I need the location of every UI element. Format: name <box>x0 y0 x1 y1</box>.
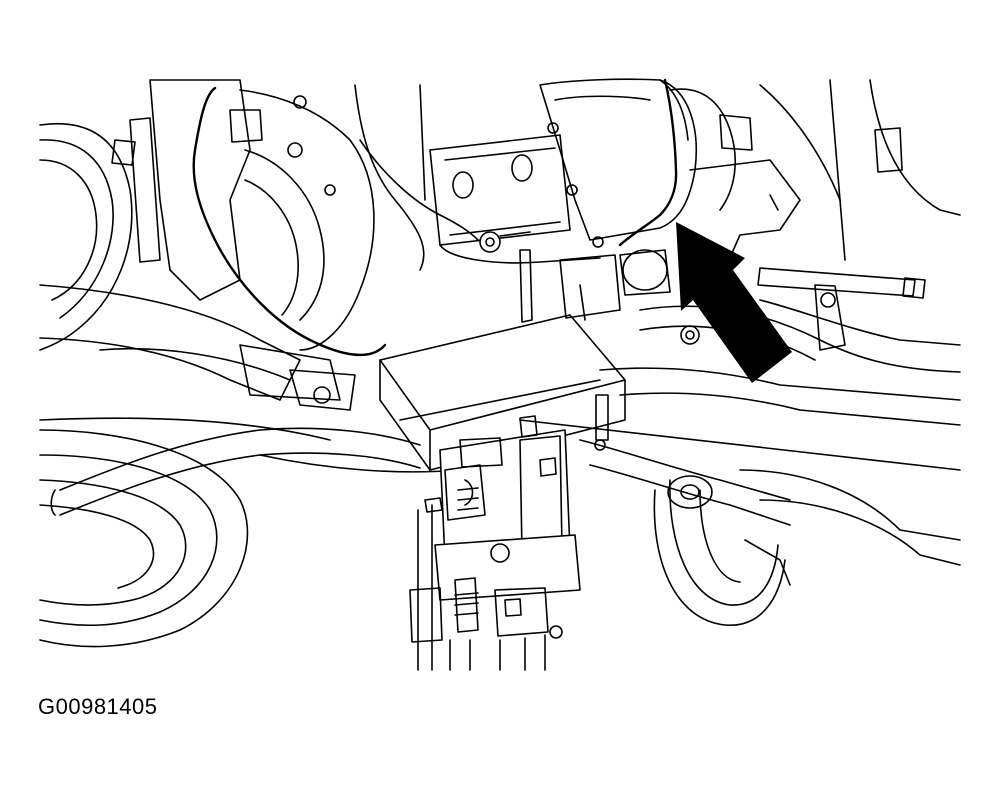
transmission-case <box>539 78 801 345</box>
jack-stand <box>379 249 626 671</box>
right-control-arm <box>259 299 961 526</box>
callout-arrow-icon <box>676 222 792 383</box>
figure-caption: G00981405 <box>38 694 158 719</box>
left-control-arm <box>39 117 421 516</box>
engine-block <box>149 79 601 351</box>
stabilizer-link <box>757 79 961 351</box>
right-tire <box>653 469 961 626</box>
wiring-harness <box>192 78 678 357</box>
left-tire <box>39 123 249 648</box>
